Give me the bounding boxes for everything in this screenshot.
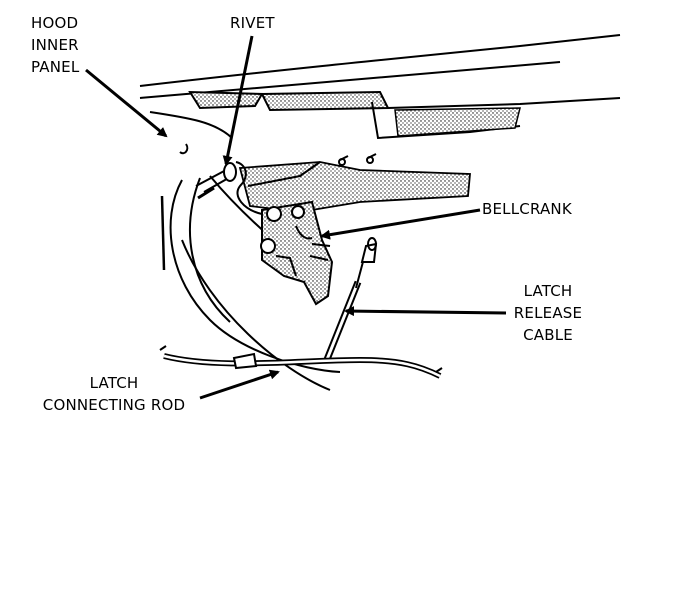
rivet-label: RIVET [230, 12, 275, 34]
latch-release-cable-line-1: LATCH [523, 282, 573, 300]
leader-lines [85, 35, 507, 400]
hood-inner-panel-leader [85, 68, 168, 138]
latch-release-cable [322, 237, 378, 364]
hood-inner-panel-label: HOOD INNER PANEL [31, 12, 79, 78]
latch-release-cable-line-2: RELEASE [513, 304, 583, 322]
latch-release-cable-line-3: CABLE [523, 326, 573, 344]
latch-connecting-rod [159, 345, 443, 379]
latch-release-cable-leader [344, 306, 507, 317]
hood-inner-panel-line-1: HOOD [31, 14, 79, 32]
latch-connecting-rod-line-2: CONNECTING ROD [42, 396, 186, 414]
rivet-leader [222, 35, 254, 166]
bellcrank-label: BELLCRANK [482, 198, 572, 220]
rivet-label-text: RIVET [230, 14, 275, 32]
hood-inner-panel-line-2: INNER [31, 36, 79, 54]
bellcrank-leader [320, 208, 481, 240]
hood-inner-panel [139, 34, 621, 391]
latch-release-cable-label: LATCH RELEASE CABLE [508, 280, 588, 346]
bellcrank-label-text: BELLCRANK [482, 200, 572, 218]
hood-inner-panel-line-3: PANEL [31, 58, 80, 76]
latch-connecting-rod-label: LATCH CONNECTING ROD [30, 372, 198, 416]
latch-connecting-rod-leader [199, 369, 280, 400]
bellcrank [260, 200, 334, 306]
latch-connecting-rod-line-1: LATCH [89, 374, 139, 392]
